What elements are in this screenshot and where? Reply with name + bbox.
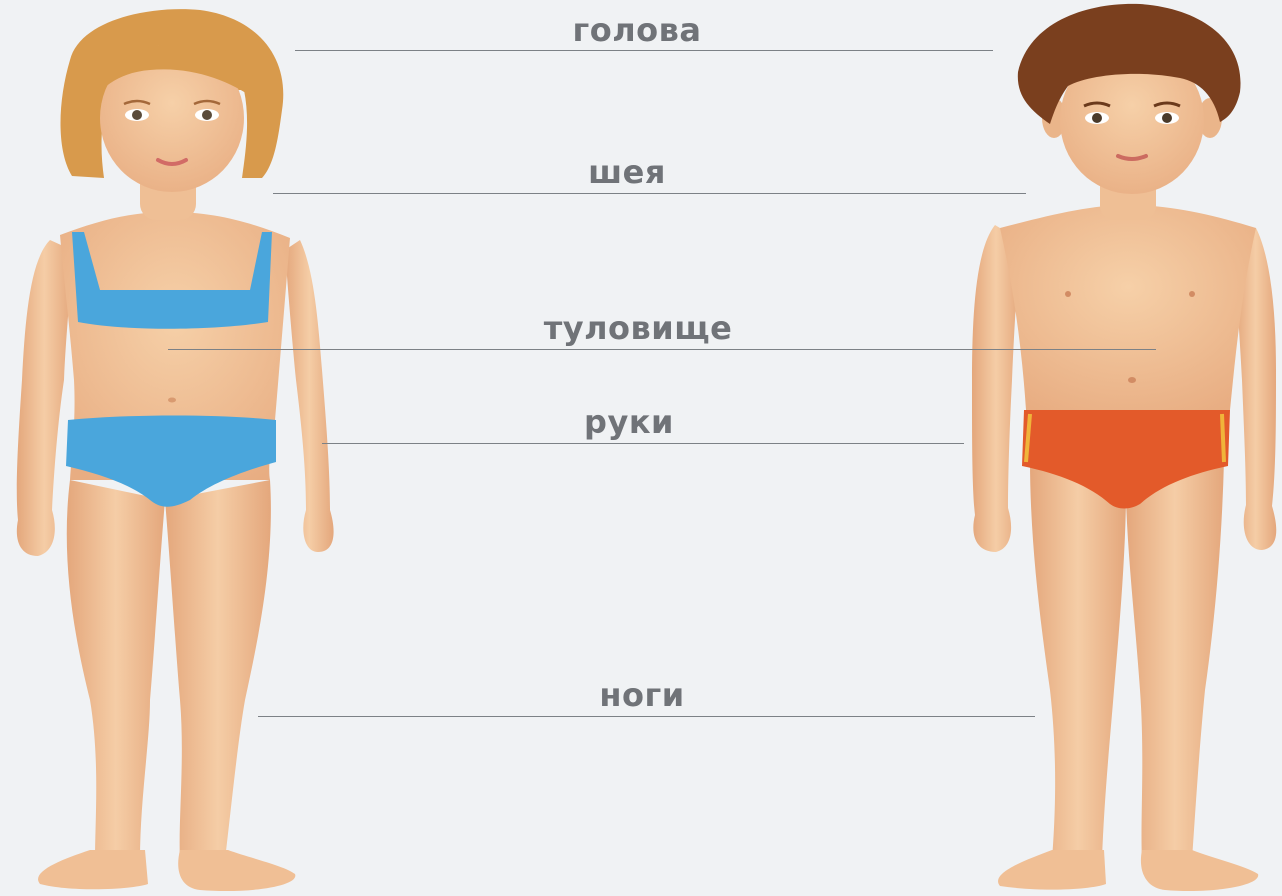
label-torso: туловище [544,312,733,344]
neck-leader-line [273,193,1026,194]
boy-left-foot [998,850,1106,890]
legs-leader-line [258,716,1035,717]
girl-left-foot [38,850,148,889]
girl-right-arm [285,240,334,552]
girl-left-arm [17,240,72,556]
girl-left-leg [67,480,165,860]
label-head: голова [573,14,702,46]
head-leader-line [295,50,993,51]
label-legs: ноги [599,679,684,711]
arms-leader-line [322,443,964,444]
boy-right-foot [1141,850,1258,891]
boy-right-leg [1126,460,1224,860]
girl-figure [17,9,334,891]
label-arms: руки [584,406,674,438]
label-neck: шея [588,156,666,188]
torso-leader-line [168,349,1156,350]
girl-right-foot [178,850,295,891]
boy-figure [972,4,1276,891]
girl-right-leg [165,480,271,860]
boy-torso [1000,205,1256,410]
boy-left-leg [1030,460,1126,860]
